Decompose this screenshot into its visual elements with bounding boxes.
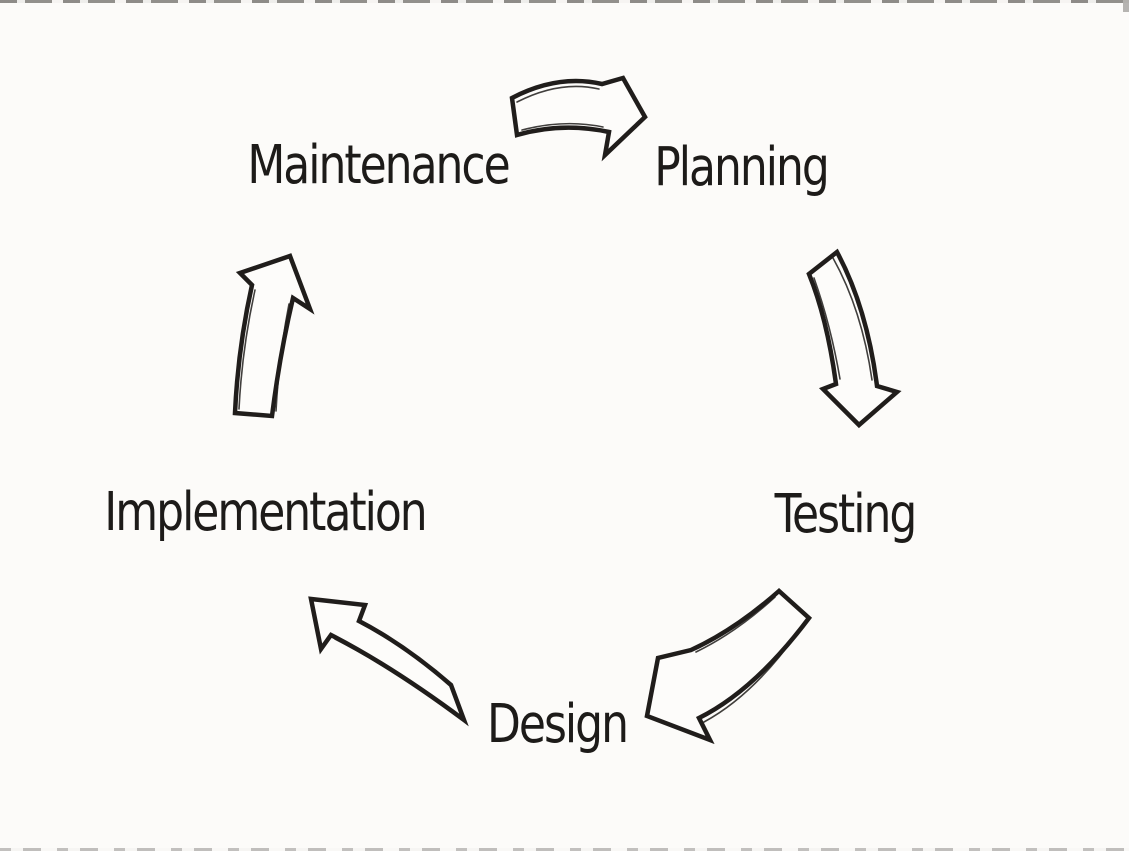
node-label-testing: Testing [774,483,918,546]
arrow-maintenance-to-planning [509,75,648,162]
arrow-implementation-to-maintenance [232,253,315,419]
arrow-design-to-implementation [308,596,469,727]
node-label-maintenance: Maintenance [247,134,510,197]
video-edge-artifact-top [0,0,1129,3]
arrow-testing-to-design [644,587,813,745]
video-edge-artifact-corner [1123,0,1129,12]
node-label-planning: Planning [654,136,830,199]
arrow-planning-to-testing [806,248,902,429]
node-label-implementation: Implementation [104,481,427,544]
node-label-design: Design [487,693,629,756]
